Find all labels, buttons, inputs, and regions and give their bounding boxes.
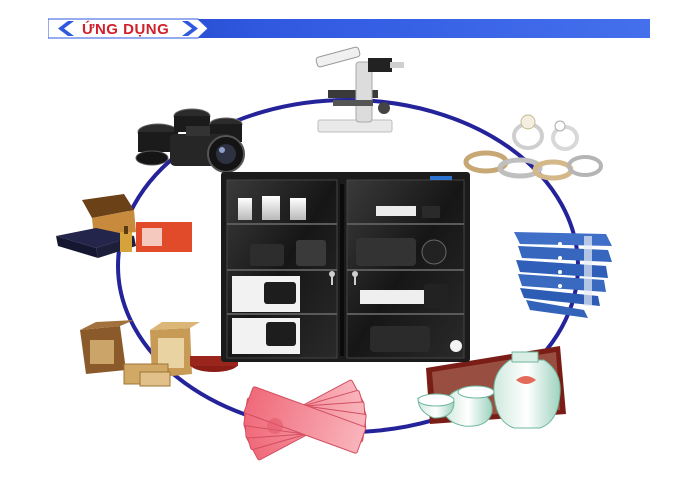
tea-boxes-icon bbox=[80, 320, 238, 387]
binders-icon bbox=[514, 232, 612, 318]
header-tag bbox=[48, 18, 208, 39]
camera-lenses-icon bbox=[135, 108, 245, 173]
jewelry-rings-icon bbox=[463, 114, 603, 181]
section-title: ỨNG DỤNG bbox=[82, 21, 170, 38]
porcelain-vases-icon bbox=[417, 346, 566, 429]
chevron-left-icon bbox=[58, 21, 74, 36]
banknotes-icon bbox=[243, 379, 367, 461]
dry-cabinet bbox=[221, 172, 470, 362]
cabinet-contents bbox=[232, 196, 462, 354]
microscope-icon bbox=[315, 46, 404, 133]
key-lock-icon bbox=[329, 271, 358, 285]
cabinet-shelves bbox=[227, 223, 464, 315]
chevron-right-icon bbox=[182, 21, 198, 36]
gift-box-icon bbox=[56, 194, 192, 258]
